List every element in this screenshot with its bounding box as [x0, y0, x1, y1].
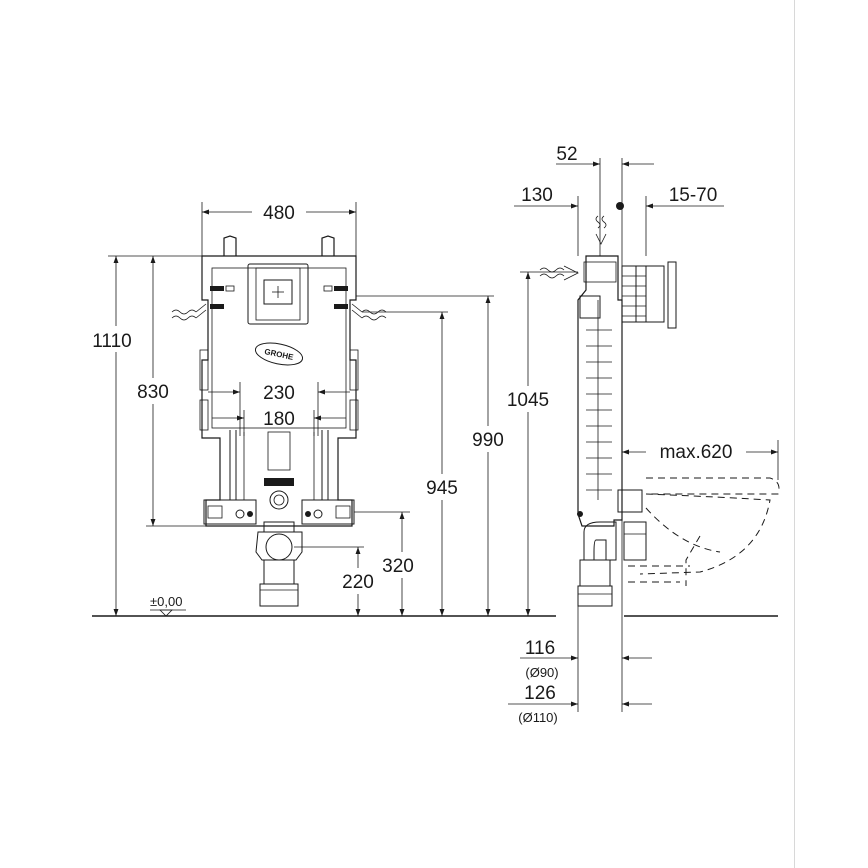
- dim-top-offset-label: 52: [556, 144, 577, 165]
- frame-foot-left: [203, 499, 257, 525]
- drain-connection: [255, 490, 303, 607]
- dim-pipe-diameter-large-label: (Ø110): [518, 710, 558, 725]
- dim-pipe-diameter-small-label: (Ø90): [525, 665, 558, 680]
- side-frame-body: [577, 255, 623, 527]
- dim-width-label: 480: [263, 203, 295, 224]
- frame-slots-left: [210, 285, 235, 309]
- dim-inlet-height-label: 990: [472, 430, 504, 451]
- dim-upper-fixing-label: 945: [426, 478, 458, 499]
- frame-slots-right: [323, 285, 348, 309]
- dim-depth-label: 130: [521, 185, 553, 206]
- dim-bolt-inner-label: 180: [263, 409, 295, 430]
- page-edge-rule: [794, 0, 795, 868]
- wall-flange: [621, 261, 677, 329]
- floor-level-marker: [150, 609, 186, 617]
- dim-pipe-offset-small-label: 116: [525, 638, 555, 659]
- dim-total-height-label: 1110: [92, 331, 131, 352]
- side-inlet-left-icon: [539, 265, 579, 281]
- side-view: 52 130 15-70: [500, 144, 780, 725]
- dim-drain-height-label: 220: [342, 572, 374, 593]
- side-frame-rungs: [586, 300, 612, 500]
- water-inlet-left-icon: [171, 303, 207, 321]
- frame-legs: [229, 430, 329, 500]
- flush-opening: [247, 263, 309, 325]
- side-inlet-top-icon: [595, 215, 607, 245]
- frame-hook-right: [321, 235, 335, 256]
- toilet-bowl-outline: [628, 477, 780, 586]
- dim-bolt-outer-label: 230: [263, 383, 295, 404]
- dim-projection-label: max.620: [660, 442, 733, 463]
- floor-level-label: ±0,00: [150, 594, 182, 609]
- front-view: GROHE: [86, 202, 512, 616]
- frame-hook-left: [223, 235, 237, 256]
- dim-pipe-offset-large-label: 126: [524, 683, 556, 704]
- frame-body: [201, 255, 357, 527]
- side-drain-elbow: [577, 521, 617, 607]
- dim-frame-height-label: 830: [137, 382, 169, 403]
- dim-side-height-label: 1045: [507, 390, 549, 411]
- dim-lower-fixing-label: 320: [382, 556, 414, 577]
- dim-wall-adjust-label: 15-70: [669, 185, 718, 206]
- water-inlet-right-icon: [351, 303, 387, 321]
